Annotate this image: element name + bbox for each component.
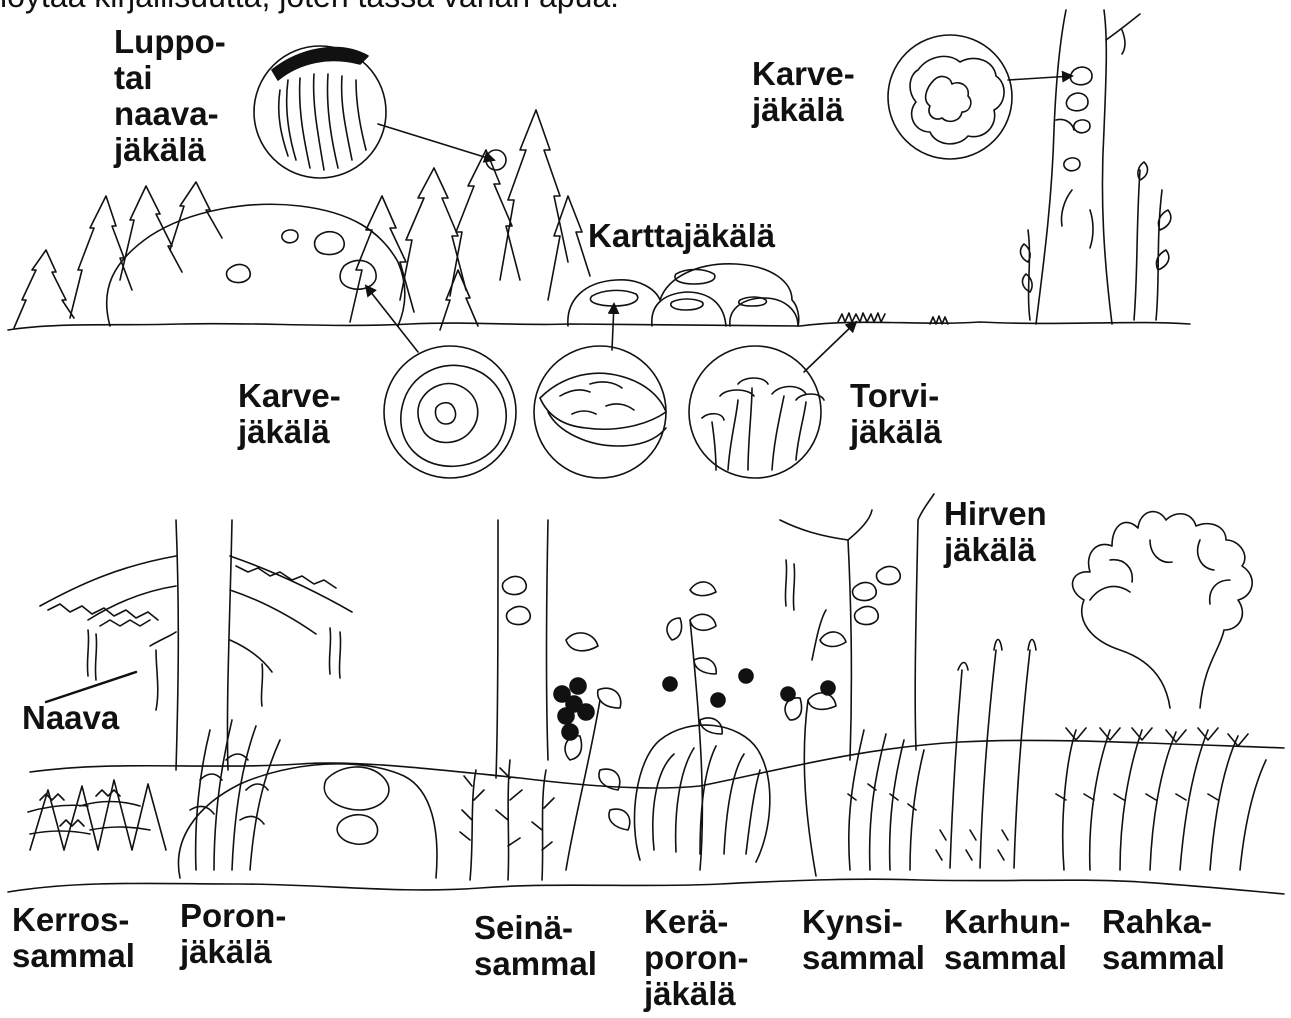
label-karvejakala-tree: Karve- jäkälä (752, 56, 855, 128)
arrow-torvi (804, 322, 856, 372)
inset-karve-tree (888, 35, 1012, 159)
karhunsammal (950, 650, 1030, 868)
kerrossammal (30, 780, 166, 850)
label-kerrossammal: Kerros- sammal (12, 902, 135, 974)
label-poronjakala: Poron- jäkälä (180, 898, 286, 970)
birch-trunk-left (496, 520, 498, 778)
label-torvijakala: Torvi- jäkälä (850, 378, 942, 450)
birch-trunk-right (848, 540, 851, 760)
poronjakala (190, 720, 280, 870)
label-hirvenjakala: Hirven jäkälä (944, 496, 1047, 568)
inset-kartta (534, 346, 666, 478)
label-karvejakala-rock: Karve- jäkälä (238, 378, 341, 450)
kynsisammal (848, 730, 924, 870)
label-kynsisammal: Kynsi- sammal (802, 904, 925, 976)
label-rahkasammal: Rahka- sammal (1102, 904, 1225, 976)
seinasammal (460, 770, 484, 880)
label-seinasammal: Seinä- sammal (474, 910, 597, 982)
big-rock (107, 204, 405, 326)
lower-rock (178, 764, 436, 878)
label-luppo-naava-jakala: Luppo- tai naava- jäkälä (114, 24, 226, 168)
upper-ground-line (8, 322, 1190, 330)
inset-torvi (689, 346, 821, 478)
arrow-luppo (378, 124, 494, 160)
label-karhunsammal: Karhun- sammal (944, 904, 1071, 976)
label-karttajakala: Karttajäkälä (588, 218, 775, 254)
rock-group (568, 264, 799, 326)
hirvenjakala (1073, 512, 1253, 708)
inset-luppo (254, 46, 386, 178)
label-naava: Naava (22, 700, 119, 736)
label-keraporonjakala: Kerä- poron- jäkälä (644, 904, 748, 1012)
arrow-karve-tree (1008, 76, 1072, 80)
dead-tree-trunk (1036, 10, 1066, 324)
distant-forest (14, 250, 74, 328)
arrow-kartta (612, 304, 614, 350)
lower-ground-line (8, 879, 1284, 894)
spruce-trunk (176, 520, 178, 770)
berry-plant-right (785, 610, 846, 876)
